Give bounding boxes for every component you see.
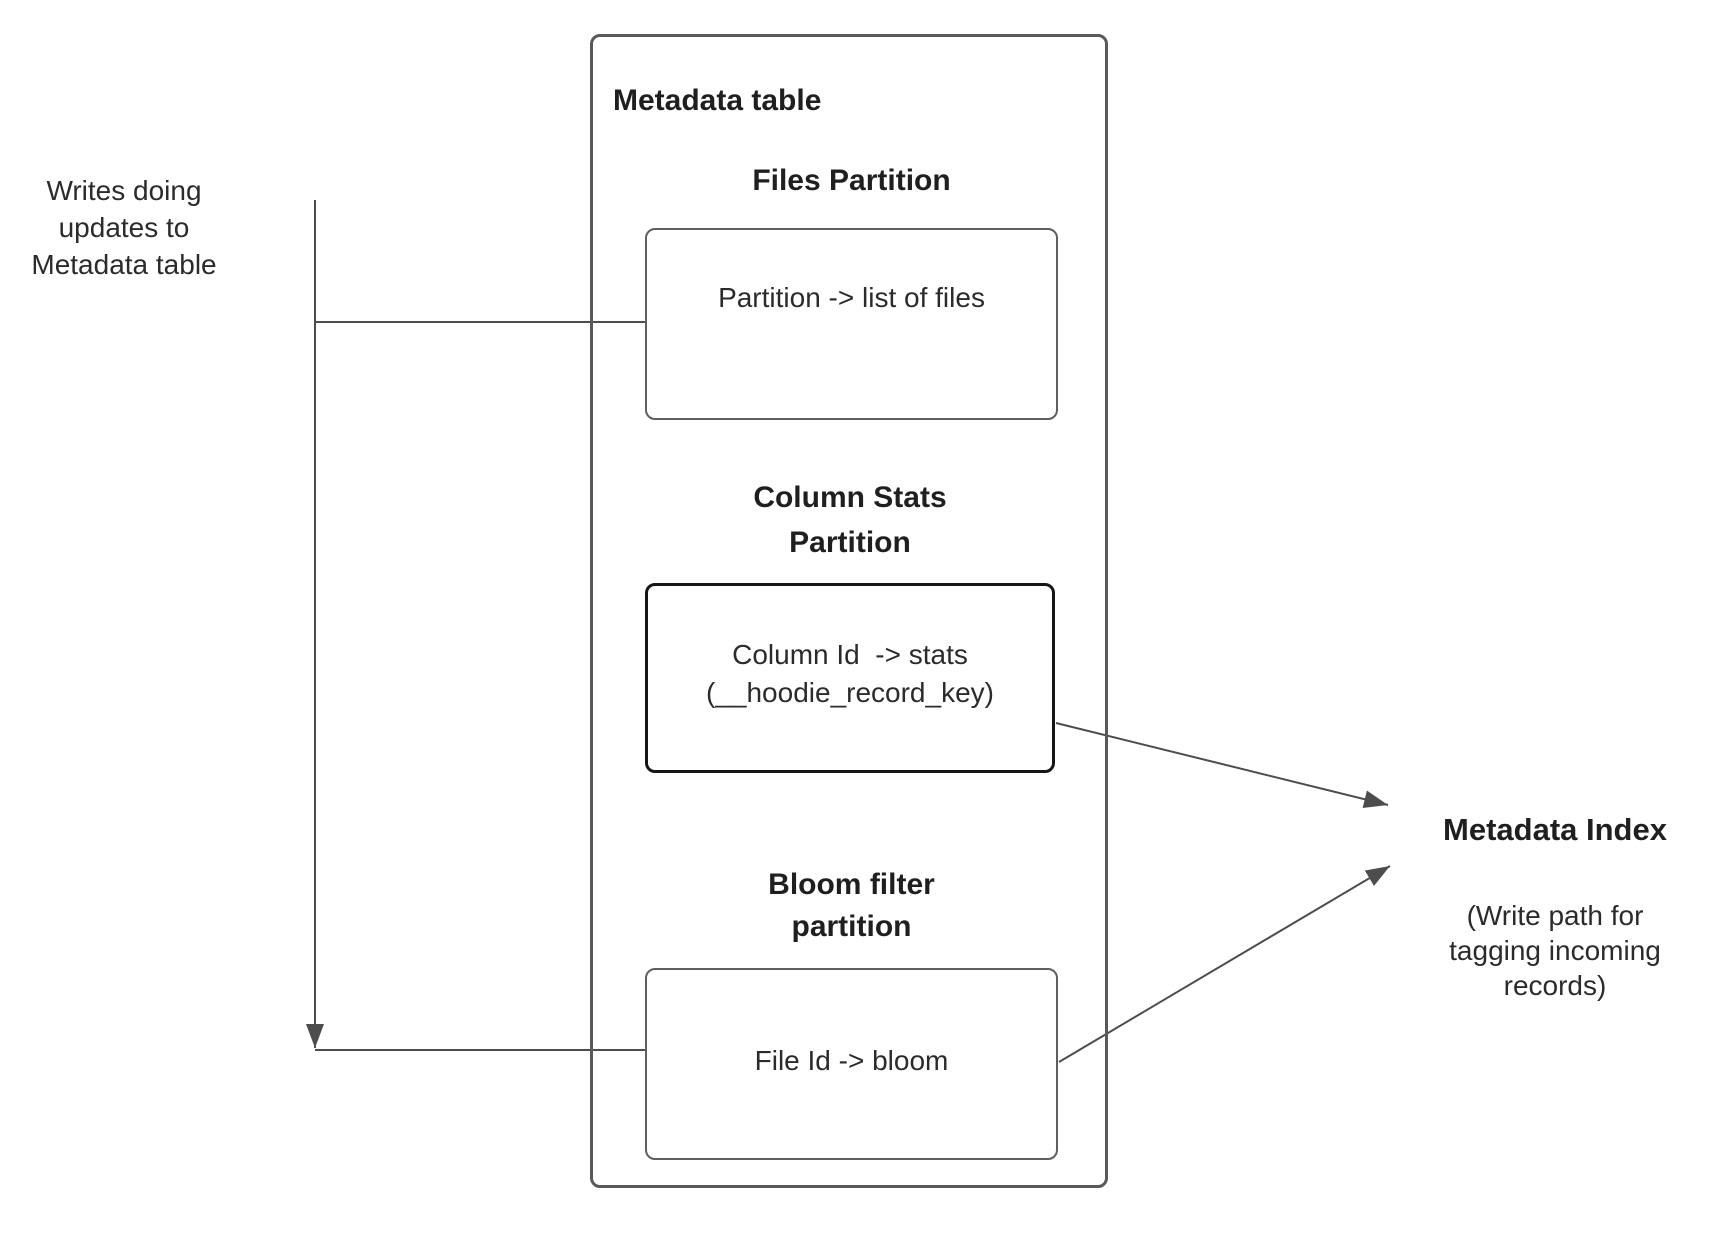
metadata-table-title: Metadata table	[613, 84, 822, 117]
files-partition-heading: Files Partition	[752, 164, 951, 197]
bloom-filter-partition-heading: Bloom filter partition	[768, 868, 935, 943]
metadata-index-title: Metadata Index	[1443, 812, 1667, 847]
column-stats-partition-heading: Column Stats Partition	[753, 481, 947, 559]
bloom-filter-partition-box: File Id -> bloom	[645, 968, 1058, 1160]
writes-annotation: Writes doing updates to Metadata table	[31, 175, 217, 280]
bloom-to-index-arrow	[1058, 865, 1391, 1063]
column-stats-partition-mapping: Column Id -> stats (__hoodie_record_key)	[706, 639, 994, 708]
metadata-index-subtitle: (Write path for tagging incoming records…	[1449, 900, 1661, 1001]
files-partition-mapping: Partition -> list of files	[718, 282, 985, 313]
files-partition-box: Partition -> list of files	[645, 228, 1058, 420]
metadata-table-container	[590, 34, 1108, 1188]
column-stats-partition-box: Column Id -> stats (__hoodie_record_key)	[645, 583, 1055, 773]
bloom-filter-partition-mapping: File Id -> bloom	[754, 1045, 949, 1076]
